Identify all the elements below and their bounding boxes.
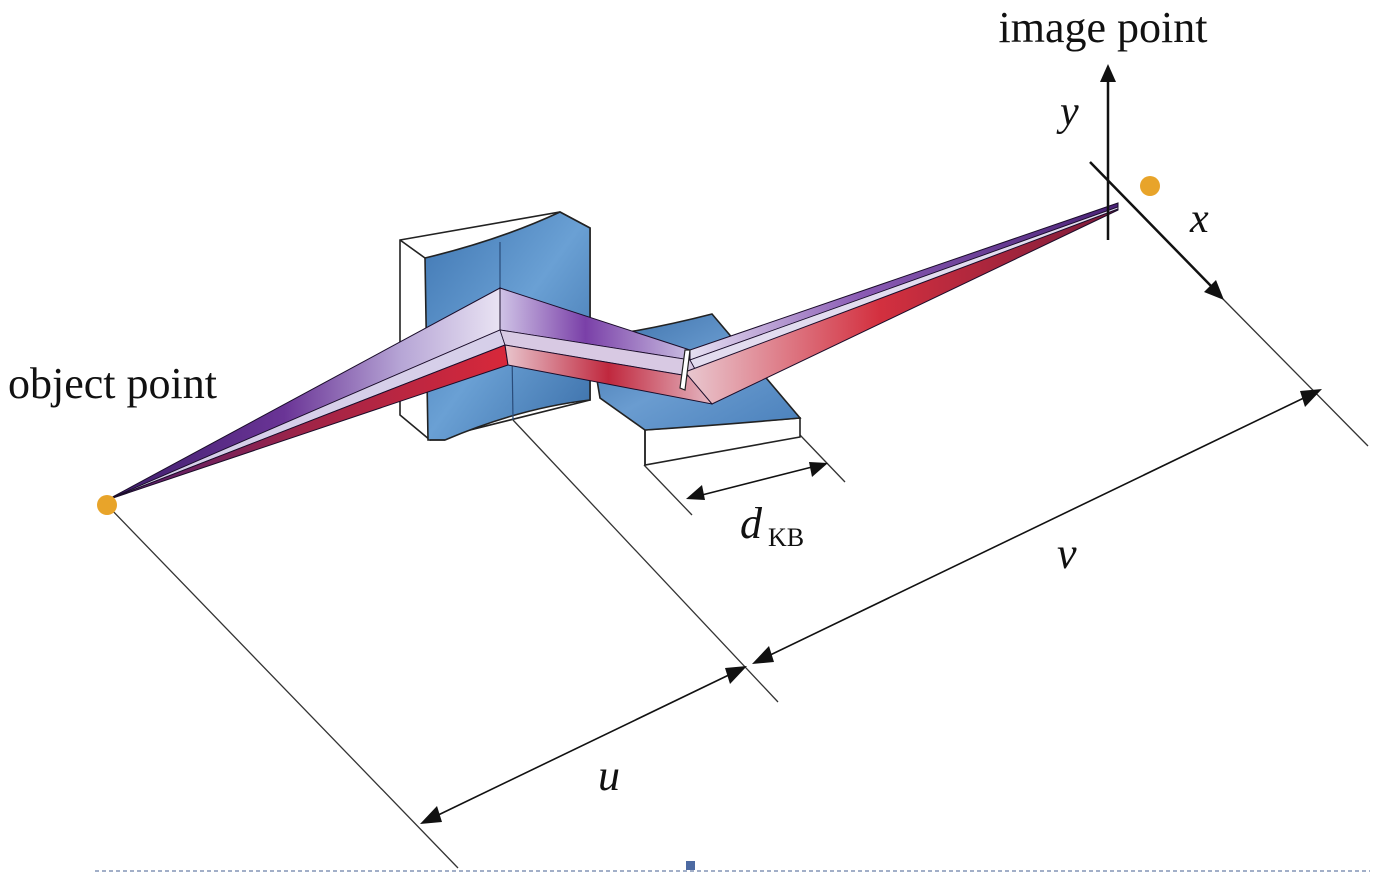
u-dimension-arrow xyxy=(420,666,747,824)
image-point-dot xyxy=(1140,176,1160,196)
image-axes xyxy=(1089,64,1224,300)
beam-reflected xyxy=(679,202,1119,405)
object-point-dot xyxy=(97,495,117,515)
y-axis-label: y xyxy=(1056,89,1079,135)
v-dimension-arrow xyxy=(752,389,1322,664)
dkb-label-main: d xyxy=(740,499,763,548)
beam-incident xyxy=(106,287,509,501)
guide-mirror1 xyxy=(512,419,779,703)
baseline-marker xyxy=(686,861,695,870)
u-label: u xyxy=(598,751,620,800)
x-axis-label: x xyxy=(1189,196,1209,242)
x-axis-line xyxy=(1089,161,1213,288)
y-axis-arrowhead xyxy=(1100,64,1116,82)
dkb-label-subscript: KB xyxy=(768,523,804,552)
guide-mirror2-front xyxy=(643,464,693,516)
dimension-guides xyxy=(106,297,1369,869)
guide-mirror2-back xyxy=(799,434,846,483)
object-point-label: object point xyxy=(8,359,217,408)
v-label: v xyxy=(1057,529,1077,578)
guide-image xyxy=(1221,297,1369,447)
guide-object xyxy=(106,504,459,869)
dkb-dimension-arrow xyxy=(686,462,828,500)
image-point-label: image point xyxy=(999,3,1208,52)
x-axis-arrowhead xyxy=(1204,280,1224,300)
